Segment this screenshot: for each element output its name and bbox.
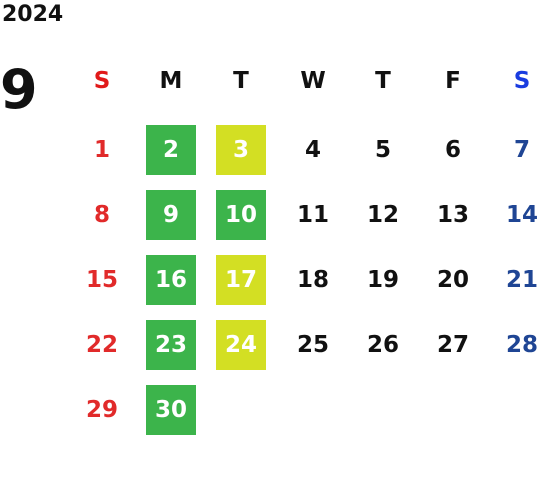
weekday-header-wednesday: W [300, 68, 326, 94]
calendar-day-26[interactable]: 26 [366, 332, 399, 358]
weekday-header-tuesday: T [233, 68, 249, 94]
month-number: 9 [0, 58, 38, 121]
calendar-day-19[interactable]: 19 [366, 267, 399, 293]
calendar-day-30[interactable]: 30 [146, 385, 196, 435]
weekday-header-sunday: S [93, 68, 111, 94]
calendar-day-27[interactable]: 27 [436, 332, 469, 358]
calendar-day-20[interactable]: 20 [436, 267, 469, 293]
calendar-day-1[interactable]: 1 [93, 137, 110, 163]
calendar-day-14[interactable]: 14 [505, 202, 538, 228]
year-label: 2024 [2, 2, 64, 27]
calendar-day-28[interactable]: 28 [505, 332, 538, 358]
calendar-day-24[interactable]: 24 [216, 320, 266, 370]
calendar-day-8[interactable]: 8 [93, 202, 110, 228]
calendar-day-15[interactable]: 15 [85, 267, 118, 293]
calendar-day-21[interactable]: 21 [505, 267, 538, 293]
calendar-day-16[interactable]: 16 [146, 255, 196, 305]
calendar-day-18[interactable]: 18 [296, 267, 329, 293]
calendar-day-2[interactable]: 2 [146, 125, 196, 175]
calendar-day-17[interactable]: 17 [216, 255, 266, 305]
calendar-day-3[interactable]: 3 [216, 125, 266, 175]
calendar-day-9[interactable]: 9 [146, 190, 196, 240]
calendar-day-12[interactable]: 12 [366, 202, 399, 228]
weekday-header-friday: F [445, 68, 461, 94]
calendar-day-23[interactable]: 23 [146, 320, 196, 370]
calendar-day-25[interactable]: 25 [296, 332, 329, 358]
calendar-day-7[interactable]: 7 [513, 137, 530, 163]
calendar-day-6[interactable]: 6 [444, 137, 461, 163]
calendar-day-10[interactable]: 10 [216, 190, 266, 240]
weekday-header-saturday: S [513, 68, 531, 94]
weekday-header-thursday: T [375, 68, 391, 94]
calendar-day-22[interactable]: 22 [85, 332, 118, 358]
calendar-day-29[interactable]: 29 [85, 397, 118, 423]
weekday-header-monday: M [159, 68, 183, 94]
calendar-day-4[interactable]: 4 [304, 137, 321, 163]
calendar-day-5[interactable]: 5 [374, 137, 391, 163]
calendar-day-11[interactable]: 11 [296, 202, 329, 228]
calendar-day-13[interactable]: 13 [436, 202, 469, 228]
